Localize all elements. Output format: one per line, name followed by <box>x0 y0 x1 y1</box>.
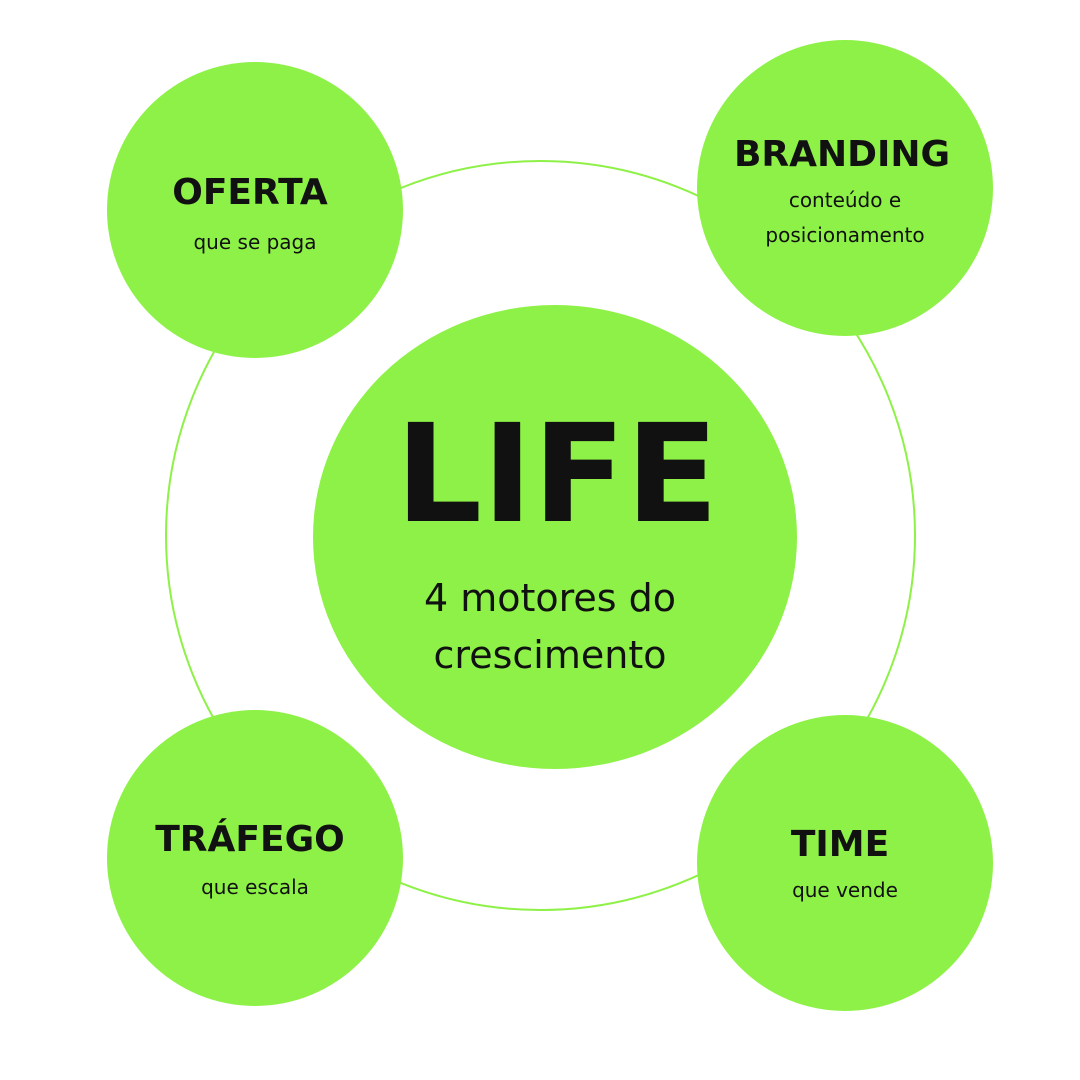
time-circle <box>697 715 993 1011</box>
branding-subtitle-line2: posicionamento <box>765 223 925 247</box>
center-subtitle-line1: 4 motores do <box>423 576 677 620</box>
center-subtitle-line2: crescimento <box>433 633 667 677</box>
oferta-subtitle: que se paga <box>193 230 317 254</box>
trafego-circle <box>107 710 403 1006</box>
time-subtitle: que vende <box>792 878 898 902</box>
trafego-title: TRÁFEGO <box>155 819 345 860</box>
center-title: LIFE <box>395 396 719 554</box>
trafego-subtitle: que escala <box>201 875 309 899</box>
branding-circle <box>697 40 993 336</box>
connecting-ring <box>165 160 916 911</box>
center-circle <box>313 305 797 769</box>
branding-title: BRANDING <box>733 134 951 175</box>
time-title: TIME <box>790 824 890 865</box>
oferta-title: OFERTA <box>172 172 328 213</box>
branding-subtitle-line1: conteúdo e <box>788 188 902 212</box>
oferta-circle <box>107 62 403 358</box>
